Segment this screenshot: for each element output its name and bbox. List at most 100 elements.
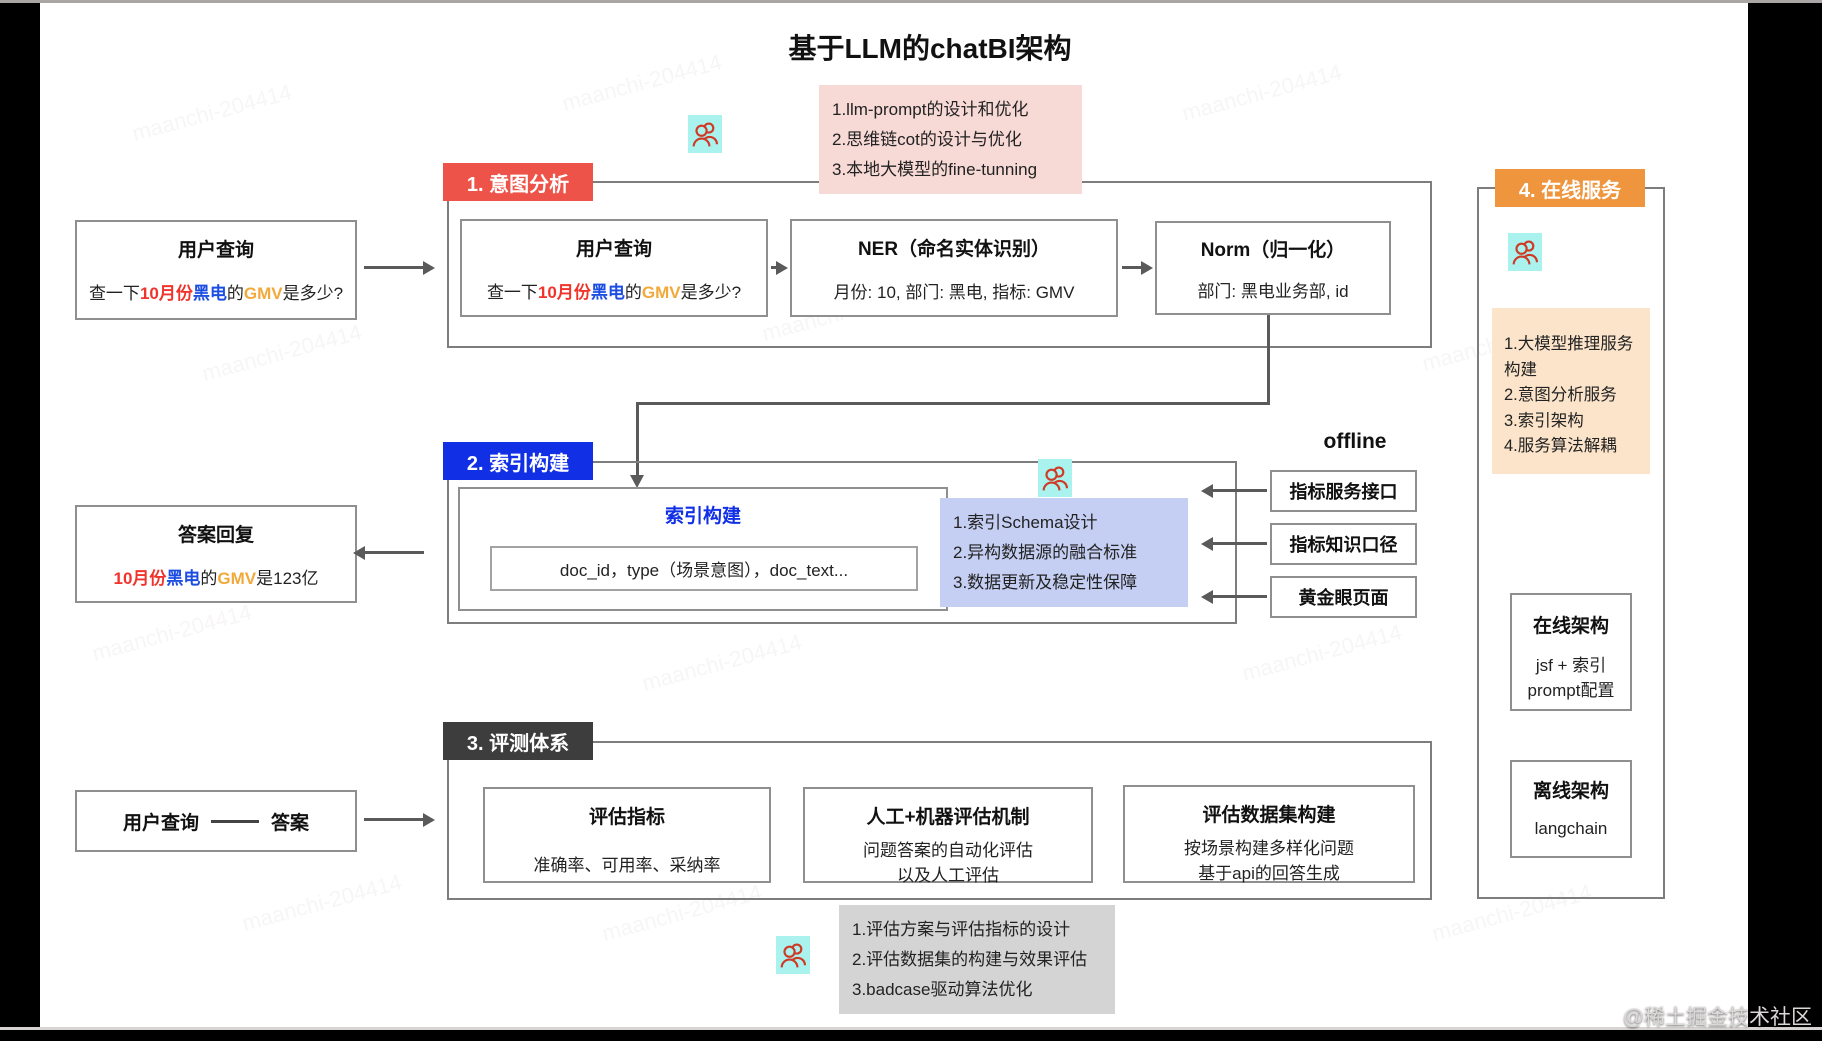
arrow-source3-to-index bbox=[1212, 595, 1267, 598]
users-icon bbox=[1508, 233, 1542, 271]
answer-mid: 的 bbox=[200, 569, 218, 588]
note-line: 1.大模型推理服务构建 bbox=[1504, 335, 1634, 379]
content-line: prompt配置 bbox=[1527, 680, 1615, 700]
online-arch-box: 在线架构 jsf + 索引 prompt配置 bbox=[1510, 593, 1632, 711]
query-suffix: 是多少? bbox=[282, 284, 344, 303]
note-line: 2.思维链cot的设计与优化 bbox=[832, 129, 1022, 149]
query-dept: 黑电 bbox=[590, 283, 625, 302]
user-query-box: 用户查询 查一下10月份黑电的GMV是多少? bbox=[75, 220, 357, 320]
section-4-label: 4. 在线服务 bbox=[1495, 169, 1645, 207]
arrow-query-to-intent bbox=[364, 266, 424, 269]
note-online-service: 1.大模型推理服务构建 2.意图分析服务 3.索引架构 4.服务算法解耦 bbox=[1492, 308, 1650, 474]
note-line: 3.索引架构 bbox=[1504, 411, 1584, 430]
eval-mechanism-box: 人工+机器评估机制 问题答案的自动化评估 以及人工评估 bbox=[803, 787, 1093, 885]
box-content: 部门: 黑电业务部, id bbox=[1197, 282, 1349, 301]
arrow-ner-to-norm bbox=[1122, 266, 1142, 269]
box-title: 黄金眼页面 bbox=[1298, 588, 1389, 608]
box-content: 查一下10月份黑电的GMV是多少? bbox=[77, 279, 355, 304]
query-mid: 的 bbox=[226, 284, 244, 303]
arrow-query-to-ner bbox=[771, 266, 777, 269]
box-content: 月份: 10, 部门: 黑电, 指标: GMV bbox=[833, 283, 1075, 302]
query-suffix: 是多少? bbox=[680, 283, 742, 302]
box-title: 人工+机器评估机制 bbox=[866, 807, 1030, 828]
page-title: 基于LLM的chatBI架构 bbox=[788, 33, 1072, 64]
answer-reply-box: 答案回复 10月份黑电的GMV是123亿 bbox=[75, 505, 357, 603]
query-metric: GMV bbox=[641, 283, 681, 302]
note-line: 1.索引Schema设计 bbox=[953, 513, 1098, 532]
box-content: 按场景构建多样化问题 基于api的回答生成 bbox=[1125, 837, 1413, 886]
answer-dept: 黑电 bbox=[166, 569, 201, 588]
section-1-label: 1. 意图分析 bbox=[443, 163, 593, 201]
query-prefix: 查一下 bbox=[486, 283, 538, 302]
offline-label: offline bbox=[1323, 430, 1387, 453]
pair-left-label: 用户查询 bbox=[122, 812, 199, 834]
connector-arrowhead-down bbox=[630, 475, 644, 488]
note-line: 2.评估数据集的构建与效果评估 bbox=[852, 949, 1088, 969]
bottom-border-line bbox=[0, 1027, 1822, 1030]
note-line: 1.llm-prompt的设计和优化 bbox=[832, 100, 1029, 119]
offline-source-box: 黄金眼页面 bbox=[1270, 576, 1417, 618]
doc-schema-box: doc_id，type（场景意图），doc_text... bbox=[490, 546, 918, 591]
box-title: 答案回复 bbox=[177, 525, 254, 546]
eval-metrics-box: 评估指标 准确率、可用率、采纳率 bbox=[483, 787, 771, 883]
query-month: 10月份 bbox=[537, 283, 591, 302]
box-content: 查一下10月份黑电的GMV是多少? bbox=[462, 278, 766, 303]
query-dept: 黑电 bbox=[192, 284, 227, 303]
content-line: 按场景构建多样化问题 bbox=[1184, 839, 1354, 858]
ner-box: NER（命名实体识别） 月份: 10, 部门: 黑电, 指标: GMV bbox=[790, 219, 1118, 317]
pair-right-label: 答案 bbox=[271, 812, 310, 834]
note-line: 3.badcase驱动算法优化 bbox=[852, 979, 1033, 999]
box-title: 离线架构 bbox=[1532, 781, 1609, 802]
top-border-line bbox=[0, 0, 1822, 3]
content-line: 问题答案的自动化评估 bbox=[863, 841, 1033, 860]
note-line: 4.服务算法解耦 bbox=[1504, 437, 1617, 456]
box-title: 指标知识口径 bbox=[1289, 535, 1398, 555]
answer-suffix: 是123亿 bbox=[256, 569, 319, 588]
box-title: 评估指标 bbox=[588, 807, 665, 828]
watermark-credit: @稀土掘金技术社区 bbox=[1622, 1006, 1812, 1029]
note-llm-optimization: 1.llm-prompt的设计和优化 2.思维链cot的设计与优化 3.本地大模… bbox=[819, 85, 1082, 195]
arrow-source2-to-index bbox=[1212, 542, 1267, 545]
connector-line bbox=[211, 819, 259, 823]
eval-dataset-box: 评估数据集构建 按场景构建多样化问题 基于api的回答生成 bbox=[1123, 785, 1415, 883]
box-content: 10月份黑电的GMV是123亿 bbox=[77, 564, 355, 589]
box-title: Norm（归一化） bbox=[1200, 240, 1346, 261]
note-index-schema: 1.索引Schema设计 2.异构数据源的融合标准 3.数据更新及稳定性保障 bbox=[940, 498, 1188, 608]
note-evaluation: 1.评估方案与评估指标的设计 2.评估数据集的构建与效果评估 3.badcase… bbox=[839, 905, 1115, 1015]
users-icon-glyph bbox=[1042, 466, 1068, 491]
arrow-source1-to-index bbox=[1212, 489, 1267, 492]
users-icon-glyph bbox=[692, 122, 718, 147]
arrow-index-to-answer bbox=[364, 551, 424, 554]
box-title: 索引构建 bbox=[664, 506, 741, 527]
connector-vertical-1 bbox=[1267, 315, 1270, 404]
user-query-inner-box: 用户查询 查一下10月份黑电的GMV是多少? bbox=[460, 219, 768, 317]
answer-metric: GMV bbox=[217, 569, 257, 588]
users-icon bbox=[776, 936, 810, 974]
section-3-container bbox=[447, 741, 1432, 900]
box-content: jsf + 索引 prompt配置 bbox=[1512, 654, 1630, 703]
box-content: langchain bbox=[1534, 819, 1608, 838]
box-title: 用户查询 bbox=[575, 239, 652, 260]
box-content: 问题答案的自动化评估 以及人工评估 bbox=[805, 839, 1091, 888]
box-title: NER（命名实体识别） bbox=[857, 239, 1051, 260]
norm-box: Norm（归一化） 部门: 黑电业务部, id bbox=[1155, 221, 1391, 315]
offline-source-box: 指标知识口径 bbox=[1270, 523, 1417, 565]
note-line: 3.本地大模型的fine-tunning bbox=[832, 159, 1038, 179]
note-line: 1.评估方案与评估指标的设计 bbox=[852, 920, 1071, 939]
query-month: 10月份 bbox=[139, 284, 193, 303]
query-mid: 的 bbox=[624, 283, 642, 302]
users-icon bbox=[688, 115, 722, 153]
box-title: 评估数据集构建 bbox=[1202, 805, 1336, 826]
box-title: 用户查询 bbox=[177, 240, 254, 261]
query-prefix: 查一下 bbox=[88, 284, 140, 303]
note-line: 2.异构数据源的融合标准 bbox=[953, 542, 1138, 562]
box-title: 指标服务接口 bbox=[1289, 482, 1398, 502]
note-line: 2.意图分析服务 bbox=[1504, 386, 1617, 405]
users-icon-glyph bbox=[1512, 240, 1538, 265]
users-icon-glyph bbox=[780, 943, 806, 968]
query-answer-pair-box: 用户查询 答案 bbox=[75, 790, 357, 852]
arrow-pair-to-eval bbox=[364, 818, 424, 821]
note-line: 3.数据更新及稳定性保障 bbox=[953, 572, 1138, 592]
content-line: 基于api的回答生成 bbox=[1198, 863, 1340, 883]
